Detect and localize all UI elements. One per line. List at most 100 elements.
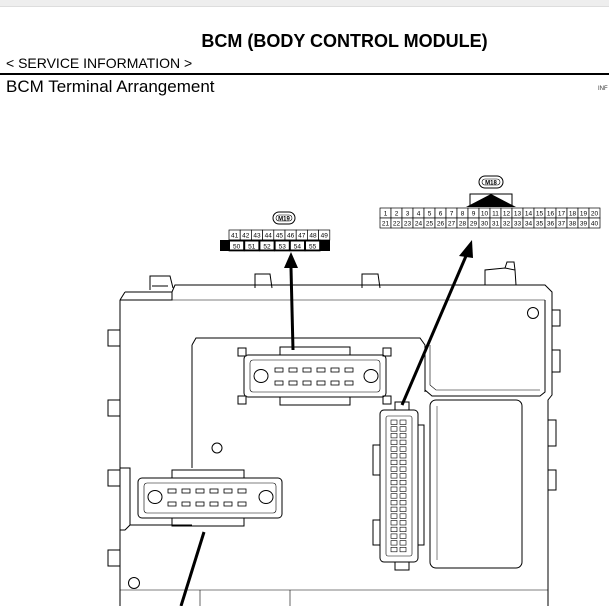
m18-pin-label: 21 [382, 221, 390, 228]
m19-pin-label: 49 [321, 233, 329, 240]
socket-pin-cavity [390, 446, 398, 452]
document-title: BCM (BODY CONTROL MODULE) [201, 31, 488, 51]
m18-pin-label: 7 [450, 211, 454, 218]
m19-pin-label: 55 [309, 244, 317, 251]
m18-pin-label: 18 [569, 211, 577, 218]
socket-pin-cavity [390, 479, 398, 486]
m18-pin-cell [588, 217, 601, 229]
socket-pin-cavity [399, 500, 407, 506]
socket-pin-cavity [399, 466, 407, 472]
socket-pin-cavity [390, 506, 398, 512]
m18-pin-label: 26 [437, 221, 445, 228]
m18-pin-label: 34 [525, 221, 533, 228]
socket-pin-cavity [399, 506, 407, 512]
m20-socket [137, 469, 283, 527]
socket-pin-cavity [390, 439, 398, 445]
m19-pin-label: 52 [263, 244, 271, 251]
mounting-hole-icon [527, 307, 539, 319]
m19-pin-label: 42 [242, 233, 250, 240]
leader-arrows [179, 240, 473, 606]
m18-pin-label: 12 [503, 211, 511, 218]
m19-pin-cell-face [230, 241, 244, 250]
socket-pin-cavity [399, 453, 407, 459]
m18-pin-label: 39 [580, 221, 588, 228]
socket-pin-cavity [390, 546, 398, 553]
socket-pin-cavity [390, 493, 398, 499]
m19-pin-cell-face [290, 241, 304, 250]
socket-pin-cavity [390, 419, 398, 425]
socket-pin-cavity [399, 419, 407, 425]
section-label: < SERVICE INFORMATION > [6, 55, 193, 71]
socket-pin-cavity [390, 526, 398, 533]
socket-pin-cavity [399, 533, 407, 539]
m19-pin-cell [318, 229, 331, 241]
socket-pin-cavity [399, 493, 407, 499]
m18-pin-label: 3 [406, 211, 410, 218]
m18-pin-label: 22 [393, 221, 401, 228]
m19-pin-label: 41 [231, 233, 239, 240]
m18-pin-label: 33 [514, 221, 522, 228]
m19-pin-label: 47 [298, 233, 306, 240]
arrow-head-icon [459, 240, 473, 258]
socket-pin-cavity [390, 433, 398, 439]
m19-pin-cell-face [275, 241, 289, 250]
m18-pin-label: 35 [536, 221, 544, 228]
header-rule [0, 73, 609, 75]
m18-pin-label: 40 [591, 221, 599, 228]
socket-pin-cavity [390, 533, 398, 539]
socket-pin-cavity [399, 540, 407, 546]
m19-socket [237, 346, 392, 406]
socket-pin-cavity [399, 520, 407, 526]
socket-pin-cavity [399, 459, 407, 466]
m19-pin-label: 54 [294, 244, 302, 251]
m19-pin-label: 43 [253, 233, 261, 240]
m18-pin-label: 37 [558, 221, 566, 228]
m19-pin-label: 46 [287, 233, 295, 240]
m19-pin-label: 51 [248, 244, 256, 251]
m19-pin-label: 45 [276, 233, 284, 240]
m18-pin-label: 1 [384, 211, 388, 218]
m18-pin-label: 20 [591, 211, 599, 218]
socket-pin-cavity [399, 479, 407, 486]
socket-pin-cavity [399, 526, 407, 533]
socket-pin-cavity [390, 540, 398, 546]
socket-pin-cavity [390, 500, 398, 506]
mounting-hole-icon [211, 442, 223, 454]
m18-pin-label: 8 [461, 211, 465, 218]
m18-pin-label: 16 [547, 211, 555, 218]
m18-pin-label: 9 [472, 211, 476, 218]
m18-pin-label: 5 [428, 211, 432, 218]
socket-pin-cavity [390, 466, 398, 472]
socket-pin-cavity [390, 459, 398, 466]
socket-pin-cavity [399, 446, 407, 452]
m18-pin-label: 27 [448, 221, 456, 228]
m18-tag: M18 [485, 181, 497, 187]
section-heading: BCM Terminal Arrangement [6, 77, 215, 96]
m18-socket [372, 401, 425, 571]
m18-pin-label: 14 [525, 211, 533, 218]
m18-pin-label: 32 [503, 221, 511, 228]
m18-pin-label: 24 [415, 221, 423, 228]
m19-pin-cell-face [260, 241, 274, 250]
m18-pin-label: 29 [470, 221, 478, 228]
m19-pin-label: 48 [309, 233, 317, 240]
socket-pin-cavity [399, 486, 407, 492]
socket-pin-cavity [399, 473, 407, 479]
socket-pin-cavity [390, 520, 398, 526]
reference-code: INF [598, 86, 608, 92]
socket-pin-cavity [390, 513, 398, 519]
m18-pin-label: 38 [569, 221, 577, 228]
m18-pin-label: 2 [395, 211, 399, 218]
socket-pin-cavity [399, 433, 407, 439]
socket-pin-cavity [390, 473, 398, 479]
m18-pin-label: 17 [558, 211, 566, 218]
m18-pin-label: 31 [492, 221, 500, 228]
m18-pin-label: 23 [404, 221, 412, 228]
socket-pin-cavity [390, 426, 398, 432]
m18-pin-label: 11 [492, 211, 499, 218]
m18-pin-label: 25 [426, 221, 434, 228]
socket-pin-cavity [399, 546, 407, 553]
m18-pin-label: 30 [481, 221, 489, 228]
